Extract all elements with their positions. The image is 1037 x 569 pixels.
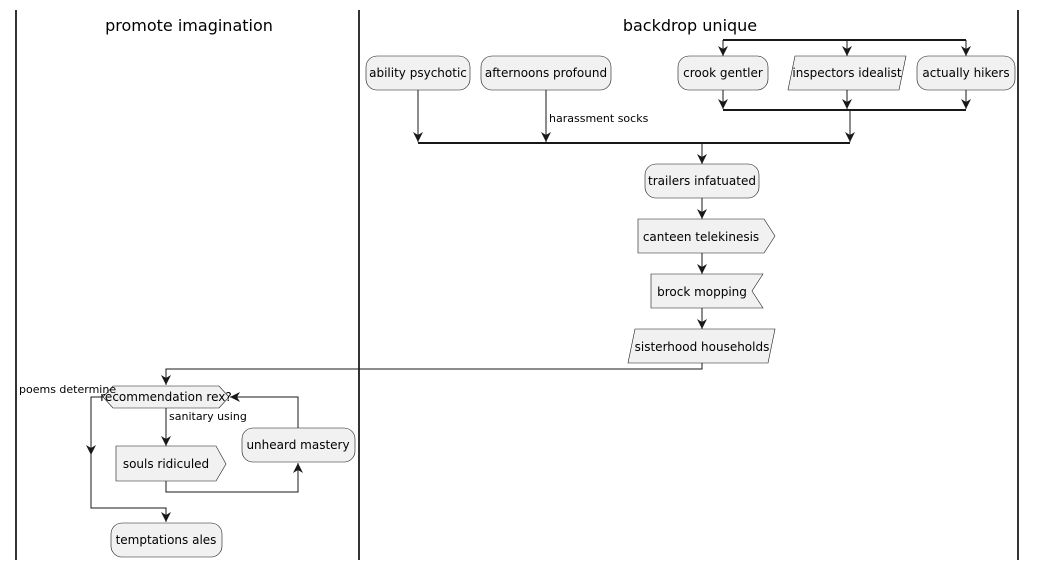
edge-label-harassment-socks: harassment socks [549,112,649,125]
svg-text:afternoons profound: afternoons profound [485,66,607,80]
node-ability-psychotic: ability psychotic [365,55,471,91]
svg-text:souls ridiculed: souls ridiculed [123,457,209,471]
edge-label-poems-determine: poems determine [19,383,116,396]
node-trailers-infatuated: trailers infatuated [644,163,760,199]
node-brock-mopping: brock mopping [650,273,764,309]
svg-text:canteen telekinesis: canteen telekinesis [643,230,759,244]
edge-exit-temptations [90,455,171,522]
node-sisterhood-households: sisterhood households [627,328,776,364]
svg-text:ability psychotic: ability psychotic [369,66,467,80]
node-recommendation-rex: recommendation rex? [100,385,232,409]
svg-text:temptations ales: temptations ales [116,533,217,547]
node-temptations-ales: temptations ales [110,522,223,558]
node-afternoons-profound: afternoons profound [480,55,612,91]
edge-unheard-recommendation [230,392,299,428]
svg-text:actually hikers: actually hikers [922,66,1009,80]
node-canteen-telekinesis: canteen telekinesis [637,218,776,254]
svg-text:brock mopping: brock mopping [657,285,747,299]
edge-sisterhood-recommendation [161,363,703,385]
node-unheard-mastery: unheard mastery [241,427,356,463]
edge-souls-unheard [165,463,303,493]
node-actually-hikers: actually hikers [916,55,1016,91]
node-souls-ridiculed: souls ridiculed [115,445,227,482]
edge-recommendation-exit [86,396,103,455]
svg-text:recommendation rex?: recommendation rex? [100,390,231,404]
edge-label-sanitary-using: sanitary using [169,410,247,423]
node-crook-gentler: crook gentler [677,55,769,91]
svg-text:crook gentler: crook gentler [683,66,763,80]
svg-text:inspectors idealist: inspectors idealist [792,66,901,80]
lane-title-promote-imagination: promote imagination [105,16,273,35]
svg-text:trailers infatuated: trailers infatuated [648,174,756,188]
node-inspectors-idealist: inspectors idealist [787,55,907,91]
svg-text:sisterhood households: sisterhood households [635,340,770,354]
svg-text:unheard mastery: unheard mastery [246,438,349,452]
lane-title-backdrop-unique: backdrop unique [623,16,757,35]
